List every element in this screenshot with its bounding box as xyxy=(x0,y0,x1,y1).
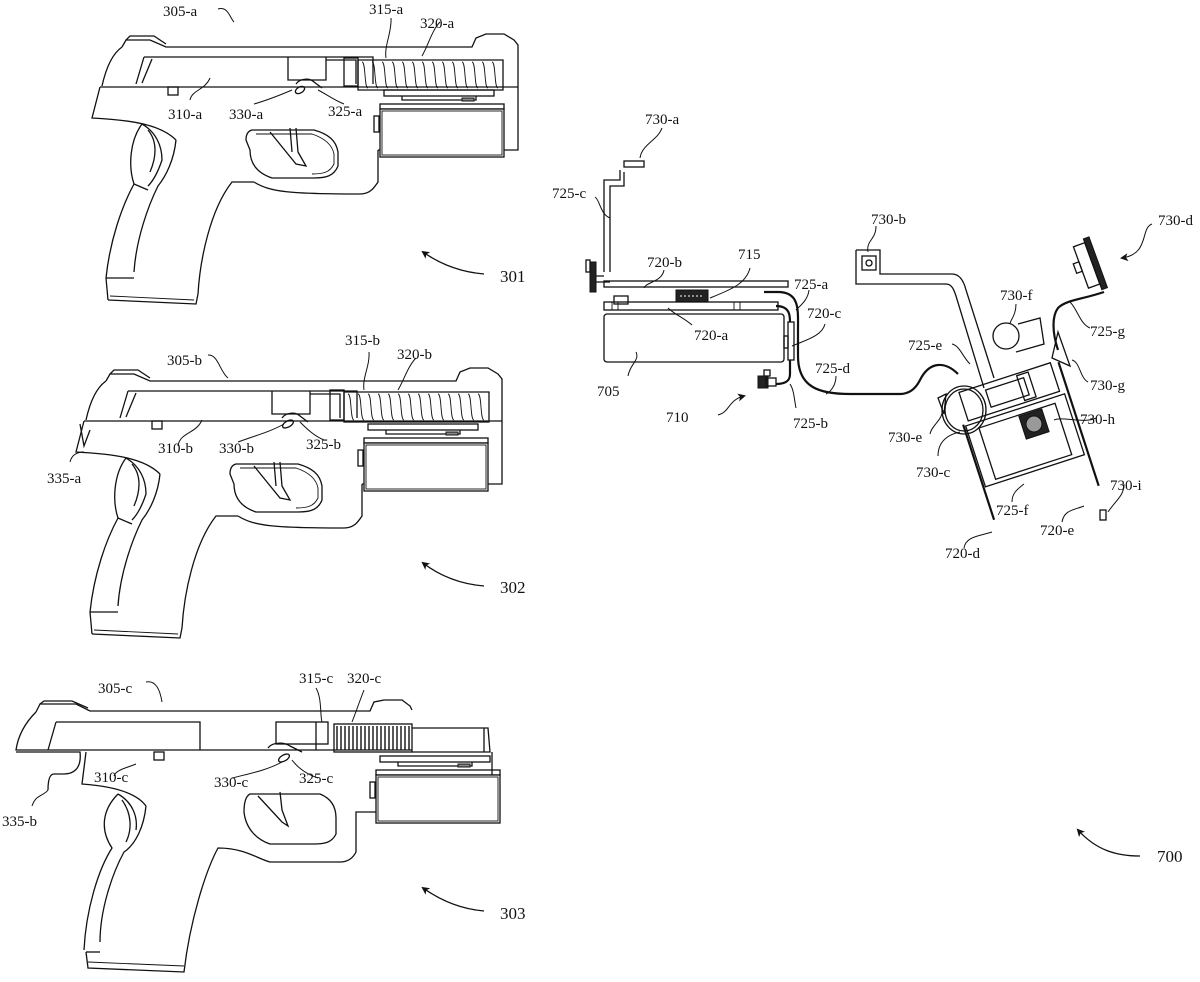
callout-725-g: 725-g xyxy=(1090,324,1125,340)
pistol-drawing-303 xyxy=(15,699,501,973)
callout-320-a: 320-a xyxy=(420,16,454,32)
recoil-spring-302 xyxy=(343,391,490,423)
callout-725-c: 725-c xyxy=(552,186,586,202)
callout-725-d: 725-d xyxy=(815,361,850,377)
component-730-b xyxy=(861,255,877,271)
flex-725-f xyxy=(964,393,1086,488)
callout-730-f: 730-f xyxy=(1000,288,1033,304)
component-730-e xyxy=(937,392,947,415)
callout-325-a: 325-a xyxy=(328,104,362,120)
callout-305-a: 305-a xyxy=(163,4,197,20)
figure-arrow-301 xyxy=(421,250,485,275)
component-730-d xyxy=(1072,236,1109,291)
callout-310-b: 310-b xyxy=(158,441,193,457)
figure-label-303: 303 xyxy=(500,904,526,923)
callout-310-c: 310-c xyxy=(94,770,128,786)
board-720-c xyxy=(787,321,795,361)
figure-700-assembly: 730-a 725-c 720-b 715 725-a 720-c 720-a … xyxy=(552,112,1193,866)
callout-335-b: 335-b xyxy=(2,814,37,830)
cable-725-g xyxy=(1052,290,1105,351)
figure-arrow-303 xyxy=(421,886,485,912)
callout-730-c: 730-c xyxy=(916,465,950,481)
rotated-module xyxy=(958,361,1100,521)
callout-720-e: 720-e xyxy=(1040,523,1074,539)
callout-725-f: 725-f xyxy=(996,503,1029,519)
figure-label-302: 302 xyxy=(500,578,526,597)
callout-710: 710 xyxy=(666,410,689,426)
board-720-a xyxy=(603,301,779,311)
component-730-f xyxy=(992,322,1020,350)
callout-320-b: 320-b xyxy=(397,347,432,363)
callout-315-b: 315-b xyxy=(345,333,380,349)
connector-710 xyxy=(757,375,769,389)
callout-330-a: 330-a xyxy=(229,107,263,123)
cable-725-d xyxy=(764,290,959,396)
callout-715: 715 xyxy=(738,247,761,263)
callout-725-b: 725-b xyxy=(793,416,828,432)
callout-730-e: 730-e xyxy=(888,430,922,446)
callout-730-h: 730-h xyxy=(1080,412,1115,428)
component-730-i xyxy=(1099,509,1107,521)
callout-315-a: 315-a xyxy=(369,2,403,18)
callout-305-b: 305-b xyxy=(167,353,202,369)
flex-cable-725-c xyxy=(603,170,621,272)
callout-335-a: 335-a xyxy=(47,471,81,487)
callout-730-a: 730-a xyxy=(645,112,679,128)
callout-325-b: 325-b xyxy=(306,437,341,453)
callout-310-a: 310-a xyxy=(168,107,202,123)
callout-725-e: 725-e xyxy=(908,338,942,354)
component-730-g xyxy=(1051,329,1072,368)
figure-label-301: 301 xyxy=(500,267,526,286)
callout-325-c: 325-c xyxy=(299,771,333,787)
figure-301: 305-a 310-a 330-a 325-a 315-a 320-a 301 xyxy=(91,2,526,305)
battery-module-303 xyxy=(369,755,501,824)
component-730-a xyxy=(623,160,645,168)
callout-730-b: 730-b xyxy=(871,212,906,228)
pistol-drawing-302 xyxy=(75,367,503,639)
callout-730-i: 730-i xyxy=(1110,478,1142,494)
callout-720-b: 720-b xyxy=(647,255,682,271)
latch-301 xyxy=(295,78,323,89)
cable-725-b xyxy=(775,360,792,386)
callout-330-c: 330-c xyxy=(214,775,248,791)
callout-305-c: 305-c xyxy=(98,681,132,697)
callout-330-b: 330-b xyxy=(219,441,254,457)
flex-cable-725-e xyxy=(856,249,995,379)
callout-315-c: 315-c xyxy=(299,671,333,687)
battery-module-302 xyxy=(357,423,489,492)
recoil-spring-301 xyxy=(357,59,504,91)
board-720-d xyxy=(962,424,996,521)
pistol-drawing-301 xyxy=(91,33,519,305)
callout-730-g: 730-g xyxy=(1090,378,1125,394)
battery-module-301 xyxy=(373,89,505,158)
callout-720-d: 720-d xyxy=(945,546,980,562)
figure-label-700: 700 xyxy=(1157,847,1183,866)
callout-725-a: 725-a xyxy=(794,277,828,293)
figure-arrow-700 xyxy=(1076,828,1141,857)
callout-730-d: 730-d xyxy=(1158,213,1193,229)
board-720-e xyxy=(1057,361,1100,487)
figure-arrow-302 xyxy=(421,561,485,587)
figure-302: 305-b 310-b 330-b 325-b 315-b 320-b 335-… xyxy=(47,333,526,639)
cable-725-a xyxy=(775,304,792,323)
callout-705: 705 xyxy=(597,384,620,400)
board-720-b xyxy=(603,280,789,288)
callout-320-c: 320-c xyxy=(347,671,381,687)
callout-720-c: 720-c xyxy=(807,306,841,322)
callout-720-a: 720-a xyxy=(694,328,728,344)
figure-303: 305-c 310-c 330-c 325-c 315-c 320-c 335-… xyxy=(2,671,526,973)
